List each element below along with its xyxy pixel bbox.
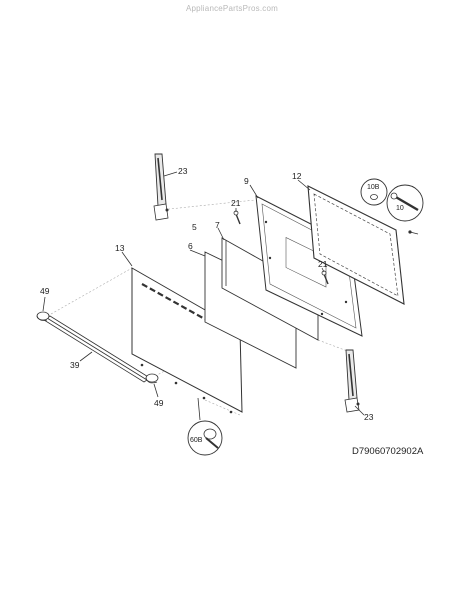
diagram-id: D79060702902A [352,446,424,457]
callout-21-top: 21 [231,198,241,208]
part-10b-washer-detail[interactable]: 10B [360,178,388,206]
callout-13: 13 [115,243,125,253]
part-23-hinge-top[interactable] [153,153,169,221]
part-21-screw-mid[interactable] [321,270,329,285]
callout-60b: 60B [190,437,203,444]
callout-10b: 10B [367,184,380,191]
part-23-hinge-bottom[interactable] [344,349,360,413]
callout-23-top: 23 [178,166,188,176]
part-49-end-cap-bottom[interactable] [145,373,159,384]
callout-leader-lines [42,171,365,421]
callout-12: 12 [292,171,302,181]
part-10-screw-detail[interactable]: 10 [386,184,424,222]
callout-6: 6 [188,241,193,251]
callout-9: 9 [244,176,249,186]
part-49-end-cap-left[interactable] [36,311,50,321]
callout-49-left: 49 [40,286,50,296]
callout-5: 5 [192,222,197,232]
callout-39: 39 [70,360,80,370]
callout-10: 10 [396,205,404,212]
callout-21-mid: 21 [318,259,328,269]
callout-49-bottom: 49 [154,398,164,408]
callout-23-bottom: 23 [364,412,374,422]
callout-7: 7 [215,220,220,230]
part-60b-screw-detail[interactable]: 60B [187,420,223,456]
watermark: AppliancePartsPros.com [186,4,278,13]
part-12-door-gasket[interactable] [307,185,419,305]
part-21-screw-top[interactable] [233,210,241,225]
